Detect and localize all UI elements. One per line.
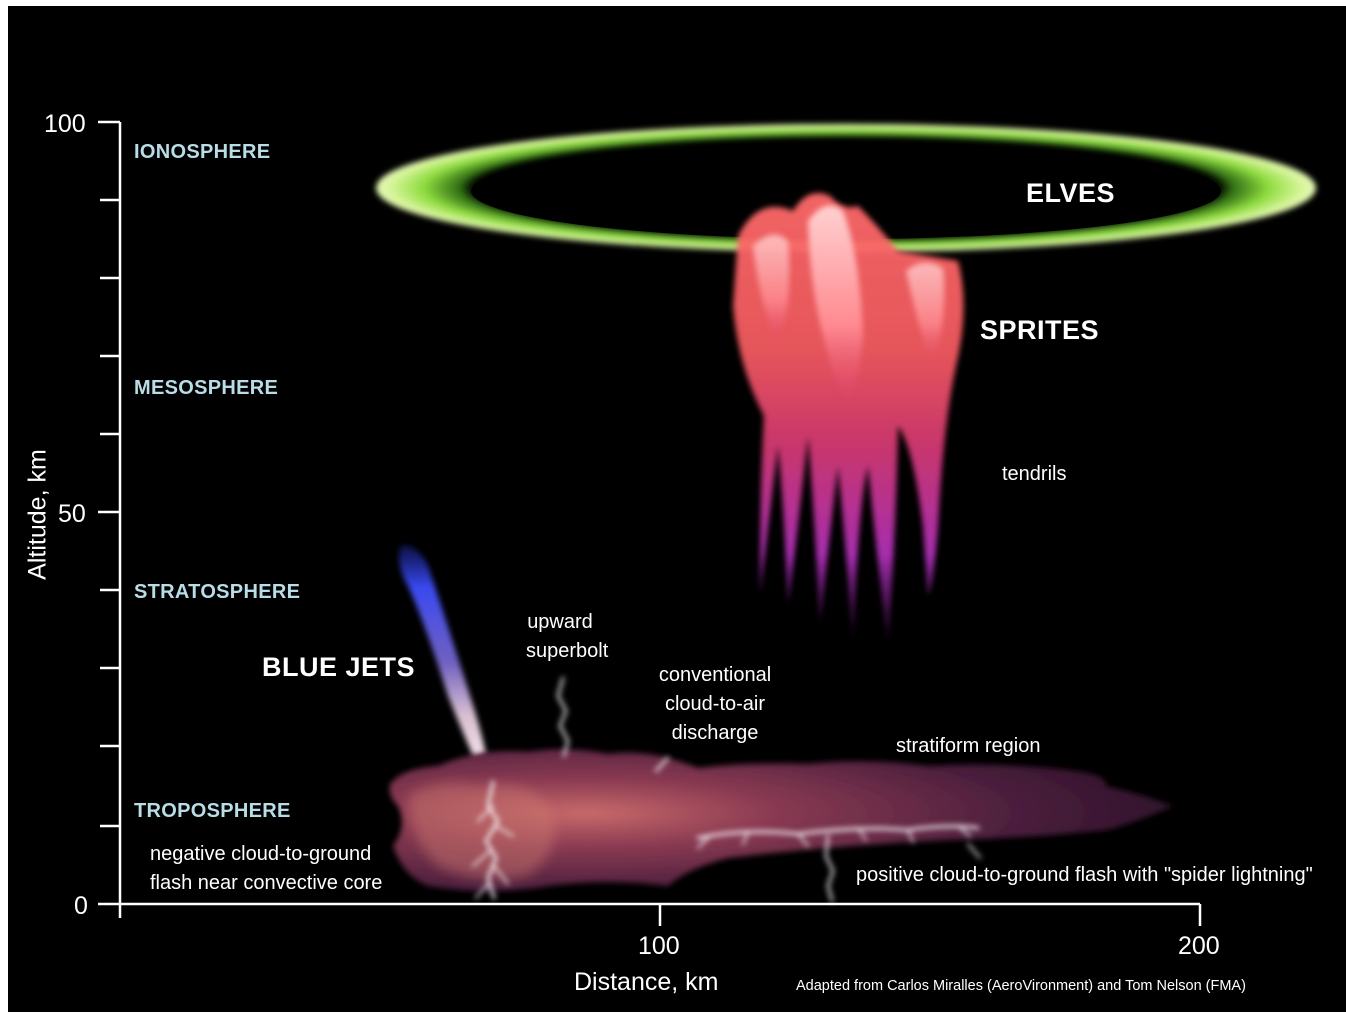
x-axis-title: Distance, km xyxy=(574,968,718,997)
annotation-line: discharge xyxy=(650,719,780,748)
annotation-line: superbolt xyxy=(526,637,594,666)
y-axis xyxy=(98,122,120,918)
x-tick-label: 200 xyxy=(1178,932,1220,961)
sprites-label: SPRITES xyxy=(980,315,1099,346)
credit-text: Adapted from Carlos Miralles (AeroVironm… xyxy=(796,978,1246,994)
negative-cg-label: negative cloud-to-ground flash near conv… xyxy=(150,840,382,898)
y-axis-title: Altitude, km xyxy=(24,445,53,585)
layer-label-troposphere: TROPOSPHERE xyxy=(134,800,291,823)
diagram-canvas: 100 50 0 100 200 Altitude, km Distance, … xyxy=(8,6,1346,1012)
y-tick-label: 100 xyxy=(44,110,86,139)
x-axis xyxy=(120,904,1200,926)
sprites-figure xyxy=(733,193,964,646)
x-tick-label: 100 xyxy=(638,932,680,961)
positive-cg-label: positive cloud-to-ground flash with "spi… xyxy=(856,861,1313,890)
blue-jets-label: BLUE JETS xyxy=(262,652,415,683)
upward-superbolt-label: upward superbolt xyxy=(526,608,594,666)
annotation-line: flash near convective core xyxy=(150,869,382,898)
annotation-line: upward xyxy=(526,608,594,637)
tendrils-label: tendrils xyxy=(1002,460,1066,489)
elves-label: ELVES xyxy=(1026,178,1115,209)
y-tick-label: 0 xyxy=(74,892,88,921)
layer-label-stratosphere: STRATOSPHERE xyxy=(134,581,300,604)
annotation-line: conventional xyxy=(650,661,780,690)
stratiform-region-label: stratiform region xyxy=(896,732,1041,761)
y-tick-label: 50 xyxy=(58,500,86,529)
layer-label-mesosphere: MESOSPHERE xyxy=(134,377,278,400)
annotation-line: cloud-to-air xyxy=(650,690,780,719)
annotation-line: negative cloud-to-ground xyxy=(150,840,382,869)
cloud-to-air-label: conventional cloud-to-air discharge xyxy=(650,661,780,748)
layer-label-ionosphere: IONOSPHERE xyxy=(134,141,270,164)
